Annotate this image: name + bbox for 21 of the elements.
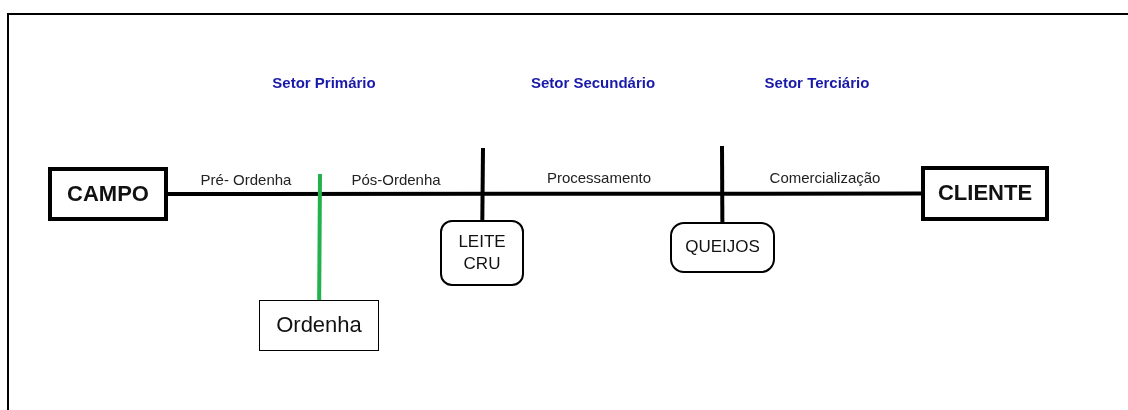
- node-label: CAMPO: [67, 179, 149, 208]
- process-box: [259, 300, 379, 351]
- stage-label: Comercialização: [769, 169, 881, 186]
- endpoint-box: [921, 166, 1049, 221]
- node-label: QUEIJOS: [685, 236, 760, 259]
- node-label: CLIENTE: [937, 179, 1033, 208]
- product-box: [440, 220, 524, 286]
- connector-line: [720, 146, 725, 222]
- connector-line: [480, 147, 485, 221]
- sector-heading: Setor Primário: [272, 74, 376, 91]
- node-label: Ordenha: [276, 311, 362, 340]
- stage-label: Pós-Ordenha: [351, 171, 441, 188]
- timeline-line: [168, 191, 921, 196]
- sector-heading: Setor Terciário: [764, 74, 870, 91]
- node-label: LEITE CRU: [457, 230, 507, 275]
- stage-label: Pré- Ordenha: [200, 171, 292, 188]
- endpoint-box: [48, 167, 168, 221]
- sector-heading: Setor Secundário: [530, 74, 656, 91]
- connector-line: [317, 174, 322, 300]
- product-box: [670, 222, 775, 273]
- stage-label: Processamento: [546, 169, 652, 186]
